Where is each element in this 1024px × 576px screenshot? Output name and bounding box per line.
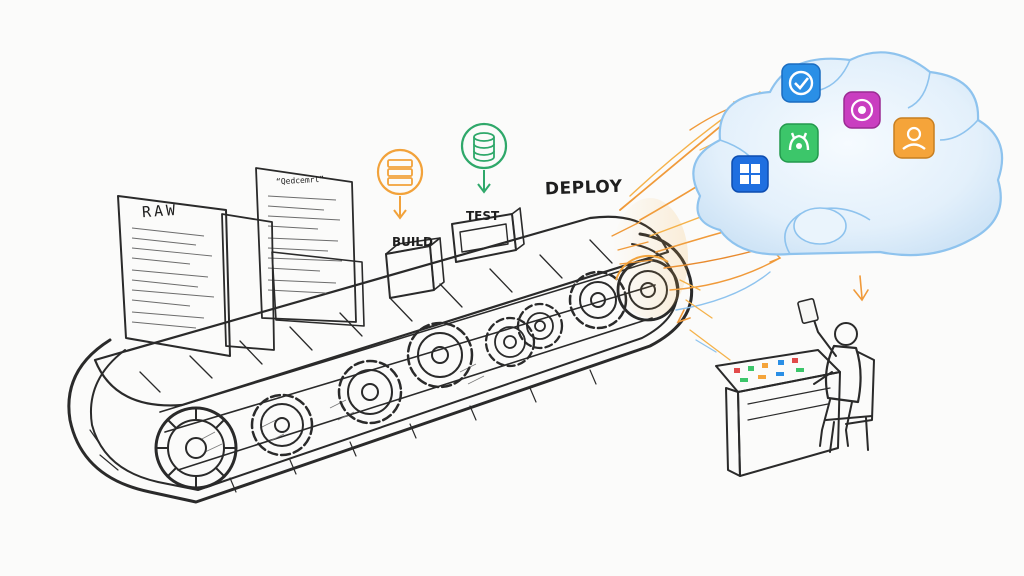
camera-app-icon bbox=[843, 91, 881, 129]
gear-3 bbox=[406, 321, 474, 389]
raw-document-back bbox=[255, 167, 357, 323]
face-app-icon bbox=[893, 117, 935, 159]
operator bbox=[797, 298, 875, 453]
conveyor-belt bbox=[67, 215, 694, 504]
test-icon bbox=[460, 122, 508, 194]
gear-2 bbox=[337, 359, 403, 425]
raw-document-small bbox=[271, 251, 365, 327]
control-desk bbox=[715, 349, 841, 477]
build-box bbox=[385, 237, 445, 299]
raw-label: RAW bbox=[141, 200, 179, 222]
test-box bbox=[451, 207, 525, 263]
build-icon bbox=[376, 148, 424, 220]
windows-grid-icon bbox=[731, 155, 769, 193]
gear-left-big bbox=[154, 406, 238, 490]
gear-5 bbox=[516, 302, 564, 350]
shield-check-icon bbox=[781, 63, 821, 103]
test-label: TEST bbox=[466, 209, 500, 223]
raw-document-middle bbox=[221, 213, 275, 351]
build-label: BUILD bbox=[392, 235, 433, 249]
deploy-label: DEPLOY bbox=[544, 176, 623, 200]
cloud bbox=[692, 51, 1004, 257]
raw-document-front bbox=[117, 195, 231, 357]
gear-1 bbox=[250, 393, 314, 457]
puzzle-app-icon bbox=[779, 123, 819, 163]
